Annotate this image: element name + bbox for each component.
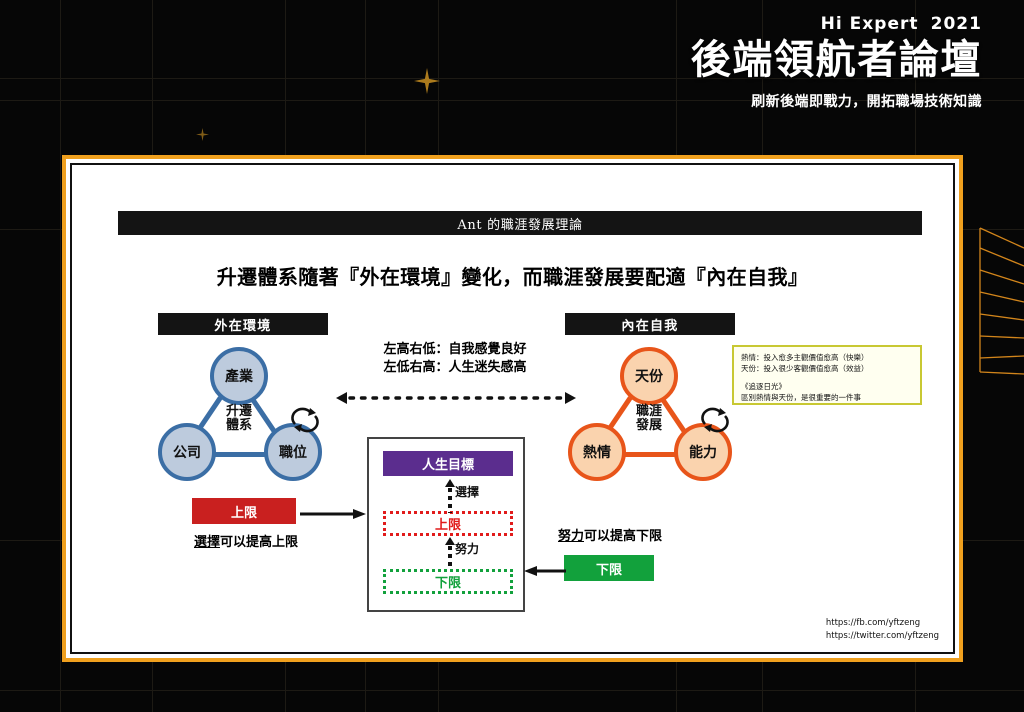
node-passion: 熱情 <box>568 423 626 481</box>
header-kicker: Hi Expert 2021 <box>691 14 982 34</box>
stack-row-lower-limit: 下限 <box>383 569 513 594</box>
comparison-note-line1: 左高右低：自我感覺良好 <box>383 342 527 357</box>
promotion-line2: 體系 <box>225 417 252 433</box>
node-position-label: 職位 <box>279 445 307 461</box>
slide-frame: Ant 的職涯發展理論 升遷體系隨著『外在環境』變化，而職涯發展要配適『內在自我… <box>62 155 963 662</box>
arrow-upper-limit-to-stack <box>300 505 366 519</box>
header-kicker-text: Hi Expert <box>820 14 919 34</box>
twitter-url[interactable]: https://twitter.com/yftzeng <box>825 630 939 641</box>
caption-effort-rest: 可以提高下限 <box>584 529 663 544</box>
comparison-note-line2: 左低右高：人生迷失感高 <box>383 359 527 375</box>
external-environment-triangle: 產業 公司 職位 升遷 體系 <box>158 347 338 487</box>
event-title-text: 後端領航者論壇 <box>690 37 982 83</box>
section-label-external: 外在環境 <box>158 313 328 335</box>
node-passion-label: 熱情 <box>583 445 611 461</box>
node-company-label: 公司 <box>173 445 201 461</box>
node-industry-label: 產業 <box>225 369 253 385</box>
star-decoration-small <box>196 128 209 141</box>
social-links: https://fb.com/yftzeng https://twitter.c… <box>826 617 939 642</box>
note-line-passion: 熱情：投入愈多主觀價值愈高（快樂） <box>741 353 869 362</box>
header-year: 2021 <box>930 14 982 34</box>
event-header: Hi Expert 2021 後端領航者論壇 刷新後端即戰力，開拓職場技術知識 <box>691 14 982 111</box>
node-company: 公司 <box>158 423 216 481</box>
stack-row-life-goal: 人生目標 <box>383 451 513 476</box>
label-effort: 努力 <box>455 542 480 556</box>
caption-effort-underline: 努力 <box>557 529 584 544</box>
lower-limit-chip: 下限 <box>564 555 654 581</box>
triangle-center-label-career: 職涯 發展 <box>619 405 679 432</box>
node-position: 職位 <box>264 423 322 481</box>
promotion-line1: 升遷 <box>225 404 252 419</box>
slide-title-bar: Ant 的職涯發展理論 <box>118 211 922 235</box>
caption-choice-rest: 可以提高上限 <box>220 535 299 550</box>
dotted-link-choose <box>445 479 455 517</box>
refresh-cycle-icon <box>288 405 322 439</box>
career-line1: 職涯 <box>635 404 662 419</box>
caption-choice-underline: 選擇 <box>193 535 220 550</box>
node-talent: 天份 <box>620 347 678 405</box>
arrow-lower-limit-to-stack <box>524 562 566 576</box>
caption-effort-raises-lower: 努力可以提高下限 <box>520 525 700 544</box>
node-industry: 產業 <box>210 347 268 405</box>
refresh-cycle-icon <box>698 405 732 439</box>
label-choose: 選擇 <box>455 485 480 499</box>
event-subtitle: 刷新後端即戰力，開拓職場技術知識 <box>751 93 982 110</box>
life-goal-stack: 人生目標 上限 下限 選擇 努力 <box>367 437 525 612</box>
upper-limit-chip: 上限 <box>192 498 296 524</box>
event-title: 後端領航者論壇 <box>691 38 982 83</box>
node-talent-label: 天份 <box>635 369 663 385</box>
dotted-link-effort <box>445 537 455 574</box>
triangle-edge <box>598 452 716 457</box>
bidirectional-dotted-arrow <box>336 390 576 404</box>
triangle-edge <box>188 452 306 457</box>
note-line-book: 《追逐日光》 <box>741 381 786 391</box>
slide-inner: Ant 的職涯發展理論 升遷體系隨著『外在環境』變化，而職涯發展要配適『內在自我… <box>70 163 955 654</box>
definition-note-box: 熱情：投入愈多主觀價值愈高（快樂） 天份：投入很少客觀價值愈高（效益） 《追逐日… <box>732 345 922 405</box>
star-decoration <box>414 68 440 94</box>
node-ability-label: 能力 <box>689 445 717 461</box>
caption-choice-raises-upper: 選擇可以提高上限 <box>176 531 316 550</box>
career-line2: 發展 <box>635 417 662 433</box>
triangle-center-label-promotion: 升遷 體系 <box>209 405 269 432</box>
note-line-talent: 天份：投入很少客觀價值愈高（效益） <box>741 364 869 374</box>
section-label-internal: 內在自我 <box>565 313 735 335</box>
internal-self-triangle: 天份 熱情 能力 職涯 發展 <box>568 347 748 487</box>
slide-headline: 升遷體系隨著『外在環境』變化，而職涯發展要配適『內在自我』 <box>216 265 809 289</box>
note-line-takeaway: 區別熱情與天份，是很重要的一件事 <box>741 392 861 402</box>
facebook-url[interactable]: https://fb.com/yftzeng <box>825 618 921 629</box>
comparison-note: 左高右低：自我感覺良好 左低右高：人生迷失感高 <box>340 341 570 376</box>
